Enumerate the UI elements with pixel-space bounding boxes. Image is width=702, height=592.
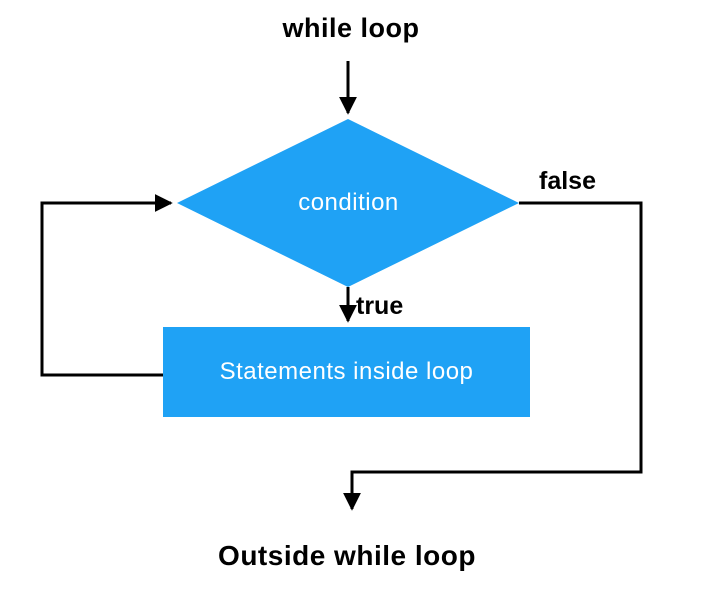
- exit-label: Outside while loop: [218, 540, 476, 571]
- false-path: [343, 201, 643, 511]
- false-branch-label: false: [539, 167, 596, 195]
- loopback-path: [40, 194, 173, 377]
- true-branch-label: true: [356, 292, 404, 320]
- condition-diamond-shape: [177, 119, 519, 287]
- statements-rect-shape: [163, 327, 530, 417]
- statements-node-label: Statements inside loop: [219, 358, 474, 385]
- condition-node-label: condition: [298, 189, 399, 216]
- flowchart-title: while loop: [282, 13, 420, 43]
